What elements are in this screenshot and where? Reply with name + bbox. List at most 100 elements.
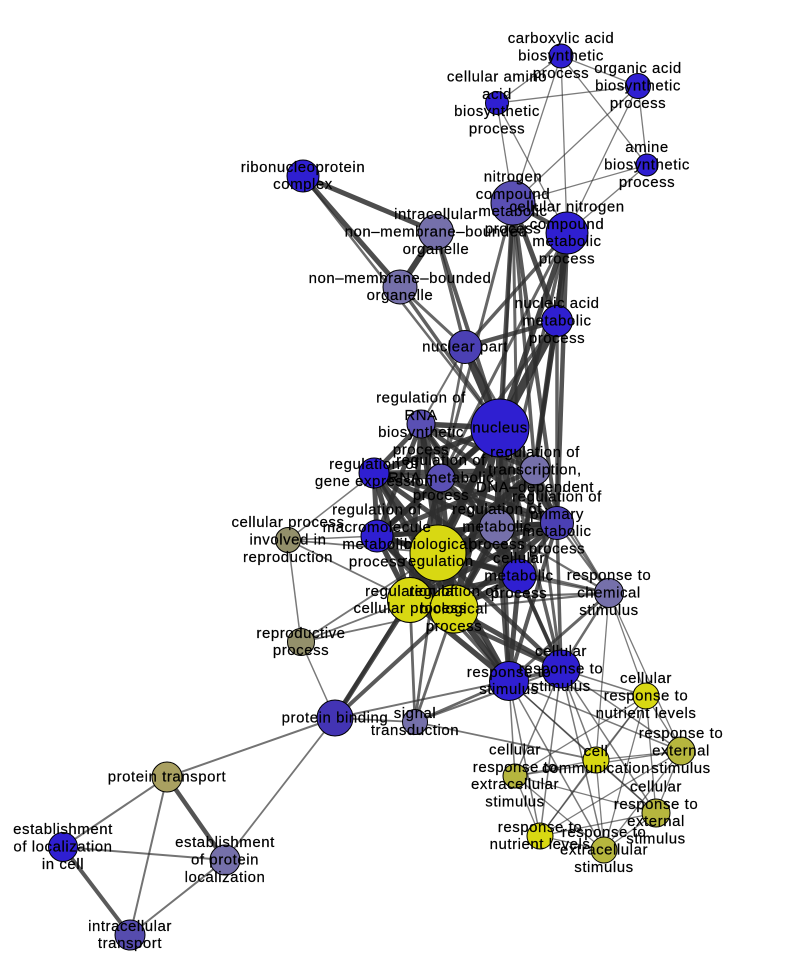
svg-text:process: process xyxy=(529,330,585,347)
svg-text:regulation of: regulation of xyxy=(512,488,602,505)
svg-text:involved in: involved in xyxy=(250,532,327,549)
svg-text:cellular: cellular xyxy=(535,643,587,660)
svg-text:regulation of: regulation of xyxy=(329,456,419,473)
svg-text:metabolic: metabolic xyxy=(484,568,553,585)
svg-text:intracellular: intracellular xyxy=(88,918,172,935)
svg-text:transport: transport xyxy=(98,935,162,952)
svg-text:transduction: transduction xyxy=(371,722,459,739)
svg-text:process: process xyxy=(469,536,525,553)
svg-text:biosynthetic: biosynthetic xyxy=(604,157,690,174)
svg-text:stimulus: stimulus xyxy=(651,760,710,777)
svg-text:reproductive: reproductive xyxy=(256,625,345,642)
svg-text:regulation: regulation xyxy=(402,553,473,570)
svg-text:metabolic: metabolic xyxy=(532,233,601,250)
svg-text:cellular: cellular xyxy=(620,670,672,687)
svg-text:DNA–dependent: DNA–dependent xyxy=(476,479,594,496)
svg-text:chemical: chemical xyxy=(577,585,641,602)
svg-text:response to: response to xyxy=(614,796,698,813)
svg-text:amine: amine xyxy=(625,139,669,156)
svg-text:nitrogen: nitrogen xyxy=(484,168,543,185)
svg-text:nucleic acid: nucleic acid xyxy=(515,295,600,312)
svg-text:in cell: in cell xyxy=(42,856,84,873)
svg-text:metabolic: metabolic xyxy=(342,536,411,553)
svg-text:process: process xyxy=(349,554,405,571)
svg-text:stimulus: stimulus xyxy=(626,831,685,848)
svg-text:nucleus: nucleus xyxy=(472,420,528,437)
svg-text:process: process xyxy=(413,487,469,504)
svg-text:regulation of: regulation of xyxy=(365,583,455,600)
svg-text:response to: response to xyxy=(562,824,646,841)
svg-text:reproduction: reproduction xyxy=(243,549,333,566)
svg-text:stimulus: stimulus xyxy=(479,681,538,698)
svg-text:regulation of: regulation of xyxy=(376,389,466,406)
svg-text:stimulus: stimulus xyxy=(531,678,590,695)
svg-text:signal: signal xyxy=(394,705,437,722)
svg-text:process: process xyxy=(273,642,329,659)
svg-text:RNA: RNA xyxy=(404,407,437,424)
svg-text:cellular process: cellular process xyxy=(231,514,344,531)
svg-text:process: process xyxy=(393,442,449,459)
svg-text:organic acid: organic acid xyxy=(594,60,681,77)
svg-text:localization: localization xyxy=(185,869,266,886)
svg-text:biological: biological xyxy=(420,601,488,618)
svg-text:process: process xyxy=(610,95,666,112)
svg-text:organelle: organelle xyxy=(403,241,470,258)
svg-text:metabolic: metabolic xyxy=(522,523,591,540)
svg-text:extracellular: extracellular xyxy=(560,842,648,859)
svg-text:response to: response to xyxy=(467,664,551,681)
svg-text:cellular: cellular xyxy=(493,550,545,567)
svg-text:cellular: cellular xyxy=(489,741,541,758)
svg-text:protein binding: protein binding xyxy=(282,710,389,727)
svg-text:process: process xyxy=(485,221,541,238)
svg-text:extracellular: extracellular xyxy=(471,776,559,793)
svg-text:regulation of: regulation of xyxy=(396,452,486,469)
svg-text:biosynthetic: biosynthetic xyxy=(518,48,604,65)
svg-text:transcription,: transcription, xyxy=(488,462,582,479)
svg-text:acid: acid xyxy=(482,86,512,103)
svg-text:non–membrane–bounded: non–membrane–bounded xyxy=(345,224,528,241)
svg-text:compound: compound xyxy=(530,216,604,233)
svg-text:stimulus: stimulus xyxy=(579,602,638,619)
svg-text:response to: response to xyxy=(639,725,723,742)
svg-text:metabolic: metabolic xyxy=(462,519,531,536)
svg-text:process: process xyxy=(426,618,482,635)
svg-text:metabolic: metabolic xyxy=(522,313,591,330)
svg-text:regulation of: regulation of xyxy=(409,583,499,600)
svg-text:response to: response to xyxy=(498,819,582,836)
svg-text:response to: response to xyxy=(567,567,651,584)
svg-text:external: external xyxy=(652,743,710,760)
svg-text:establishment: establishment xyxy=(175,834,275,851)
svg-text:carboxylic acid: carboxylic acid xyxy=(508,30,615,47)
svg-text:intracellular: intracellular xyxy=(394,206,478,223)
svg-text:cellular nitrogen: cellular nitrogen xyxy=(509,198,624,215)
svg-text:communication: communication xyxy=(542,760,650,777)
svg-text:complex: complex xyxy=(273,176,333,193)
svg-text:regulation of: regulation of xyxy=(490,444,580,461)
svg-text:biosynthetic: biosynthetic xyxy=(378,424,464,441)
svg-text:process: process xyxy=(533,65,589,82)
svg-text:response to: response to xyxy=(473,759,557,776)
svg-text:cellular amino: cellular amino xyxy=(447,68,547,85)
svg-text:stimulus: stimulus xyxy=(485,794,544,811)
svg-text:nutrient levels: nutrient levels xyxy=(596,705,697,722)
svg-text:protein transport: protein transport xyxy=(108,769,227,786)
svg-text:cellular process: cellular process xyxy=(353,600,466,617)
svg-text:process: process xyxy=(529,541,585,558)
svg-text:biosynthetic: biosynthetic xyxy=(454,103,540,120)
svg-text:response to: response to xyxy=(519,661,603,678)
svg-text:of protein: of protein xyxy=(191,852,259,869)
svg-text:regulation of: regulation of xyxy=(452,501,542,518)
svg-text:stimulus: stimulus xyxy=(574,859,633,876)
svg-text:non–membrane–bounded: non–membrane–bounded xyxy=(309,270,492,287)
svg-text:process: process xyxy=(491,585,547,602)
svg-text:external: external xyxy=(627,813,685,830)
svg-text:biosynthetic: biosynthetic xyxy=(595,78,681,95)
svg-text:primary: primary xyxy=(530,506,584,523)
svg-text:process: process xyxy=(619,174,675,191)
svg-text:nuclear part: nuclear part xyxy=(422,339,508,356)
svg-text:of localization: of localization xyxy=(13,839,112,856)
svg-text:cell: cell xyxy=(584,743,609,760)
svg-text:process: process xyxy=(539,251,595,268)
svg-text:regulation of: regulation of xyxy=(332,501,422,518)
svg-text:compound: compound xyxy=(476,186,550,203)
